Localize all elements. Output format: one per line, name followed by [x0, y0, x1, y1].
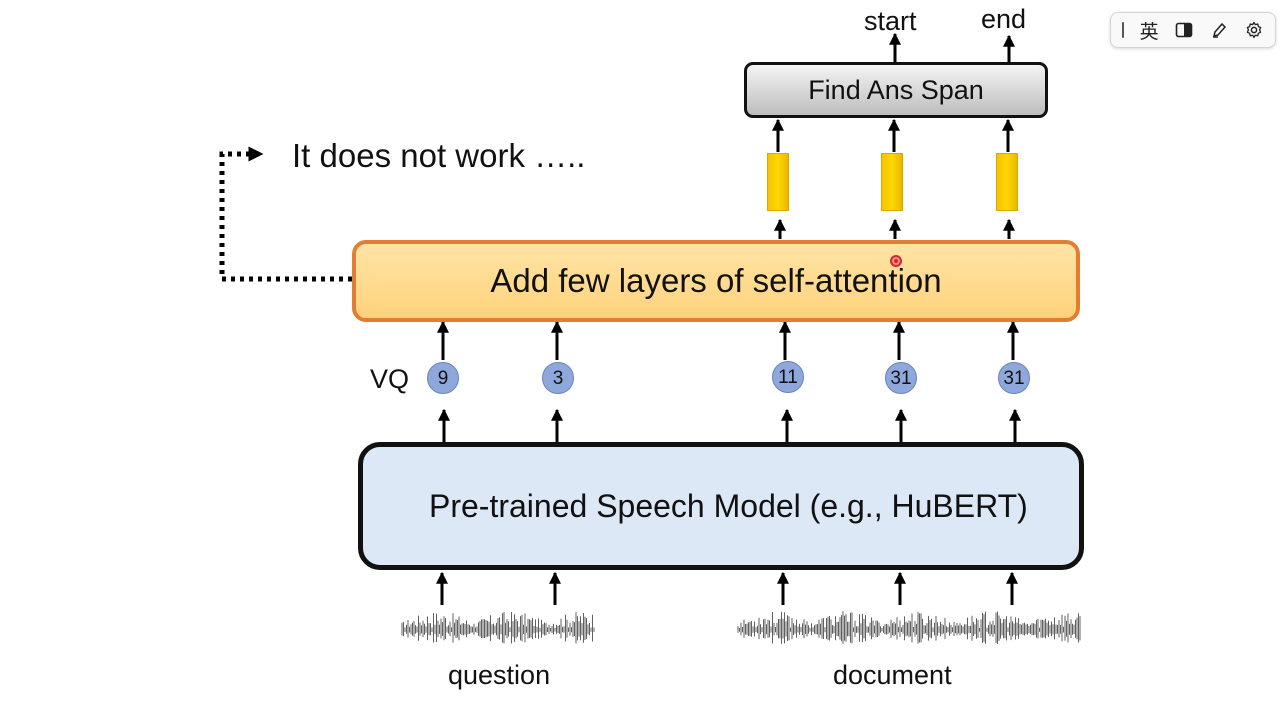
vq-token: 31 [885, 362, 917, 394]
vq-token: 3 [542, 362, 574, 394]
self-attention-label: Add few layers of self-attention [490, 262, 942, 299]
vq-token: 11 [772, 361, 804, 393]
self-attention-box: Add few layers of self-attention [352, 240, 1080, 322]
pretrained-speech-model-box: Pre-trained Speech Model (e.g., HuBERT) [358, 442, 1084, 570]
question-label: question [448, 660, 551, 690]
speech-model-label: Pre-trained Speech Model (e.g., HuBERT) [429, 487, 1028, 524]
settings-gear-icon[interactable] [1241, 17, 1267, 43]
pointer-highlight [890, 255, 902, 267]
output-end-label: end [981, 4, 1027, 34]
does-not-work-note: It does not work ….. [292, 137, 586, 174]
waveforms [401, 611, 1081, 644]
output-start-label: start [864, 6, 917, 36]
pen-input-icon[interactable] [1206, 17, 1232, 43]
half-full-width-icon[interactable] [1171, 17, 1197, 43]
document-waveform [737, 611, 1081, 644]
vq-token: 31 [998, 362, 1030, 394]
find-answer-span-box: Find Ans Span [744, 62, 1048, 118]
vq-label: VQ [370, 364, 410, 394]
arrows [436, 32, 1021, 605]
ime-language-toggle[interactable]: 英 [1139, 21, 1159, 43]
hidden-vector [881, 153, 903, 211]
hidden-vector [767, 153, 789, 211]
question-waveform [401, 612, 595, 644]
document-label: document [833, 660, 952, 690]
drag-handle-icon[interactable] [1119, 17, 1127, 43]
vq-token: 9 [427, 362, 459, 394]
ime-toolbar[interactable]: 英 [1110, 12, 1276, 48]
feedback-dotted-arrow [219, 146, 352, 282]
find-answer-span-label: Find Ans Span [808, 74, 984, 105]
hidden-vector [996, 153, 1018, 211]
